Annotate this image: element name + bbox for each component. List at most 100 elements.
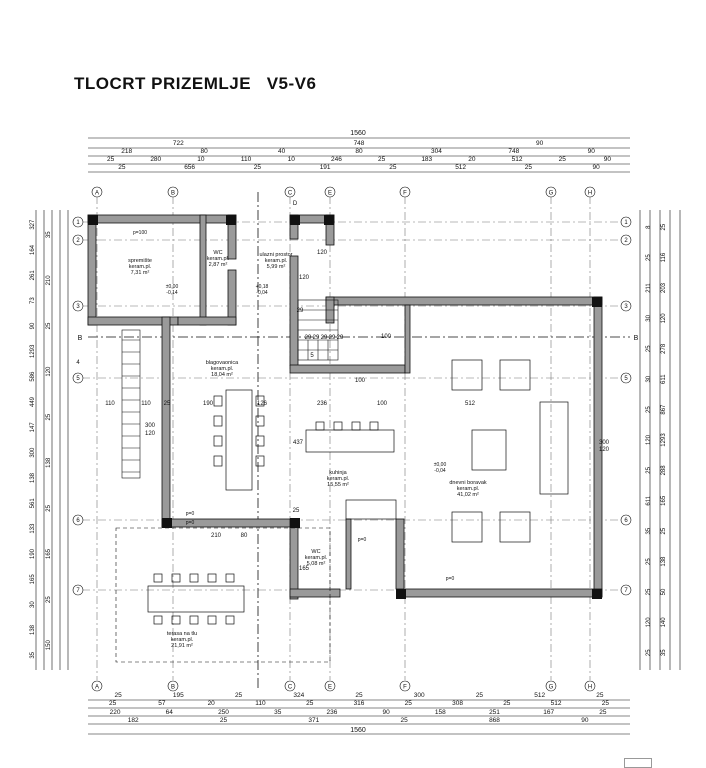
dim-bottom: 25: [355, 692, 363, 699]
dim-top: 90: [604, 156, 612, 163]
room-floor: keram.pl.: [171, 637, 194, 643]
dim-bottom: 25: [602, 700, 610, 707]
dim-left: 73: [30, 297, 36, 304]
dim-top: 512: [455, 164, 466, 171]
room-name: terasa na tlu: [167, 631, 197, 637]
grid-row-label: 7: [624, 588, 628, 594]
dim-right: 116: [661, 252, 667, 262]
grid-row-label: 2: [624, 238, 628, 244]
dim-top: 90: [593, 164, 601, 171]
room-name: kuhinja: [329, 470, 347, 476]
dim-left: 25: [46, 413, 52, 420]
level-mark: p=0: [446, 576, 455, 582]
dim-bottom: 316: [354, 700, 365, 707]
dim-bottom: 371: [308, 717, 319, 724]
dim-bottom: 251: [489, 709, 500, 716]
dim-right: 278: [661, 343, 667, 354]
grid-col-label: A: [95, 685, 99, 691]
terrace-table: [147, 573, 245, 625]
room-area: 41,02 m²: [457, 492, 479, 498]
dim-top-total: 1560: [350, 130, 366, 137]
dim-right: 1293: [661, 433, 667, 447]
inner-dim: 29: [329, 335, 336, 341]
dim-right: 25: [646, 588, 652, 595]
dim-left: 561: [30, 498, 36, 509]
room-floor: keram.pl.: [129, 264, 152, 270]
section-label: B: [634, 335, 639, 342]
dim-left: 35: [30, 651, 36, 658]
grid-col-label: C: [288, 685, 293, 691]
grid-col-label: B: [171, 191, 175, 197]
inner-dim: 29: [313, 335, 320, 341]
grid-row-label: 3: [76, 304, 80, 310]
dim-top: 748: [354, 140, 365, 147]
dim-right: 611: [661, 374, 667, 384]
dim-right: 120: [661, 313, 667, 324]
dim-right: 25: [646, 254, 652, 261]
room-floor: keram.pl.: [457, 486, 480, 492]
dim-top: 25: [118, 164, 126, 171]
dim-bottom: 324: [293, 692, 304, 699]
dim-right: 25: [646, 406, 652, 413]
grid-row-label: 1: [76, 220, 80, 226]
dim-bottom: 64: [166, 709, 174, 716]
dim-top: 20: [468, 156, 476, 163]
inner-dim: 25: [293, 508, 300, 514]
dim-left: 35: [46, 231, 52, 238]
room-name: blagovaonica: [206, 360, 239, 366]
level-mark: ±0,00: [434, 462, 447, 468]
room-area: 5,99 m²: [267, 264, 286, 270]
inner-dim: 110: [105, 401, 115, 407]
dim-left: 138: [30, 624, 36, 635]
grid-col-label: E: [328, 685, 332, 691]
dim-top: 656: [184, 164, 195, 171]
dim-right: 25: [646, 558, 652, 565]
dim-bottom: 220: [110, 709, 121, 716]
dim-left: 25: [46, 322, 52, 329]
dim-right: 35: [661, 649, 667, 656]
dim-right: 25: [646, 466, 652, 473]
dim-left: 90: [30, 322, 36, 329]
grid-col-label: B: [171, 685, 175, 691]
dim-right: 30: [646, 375, 652, 382]
grid-row-label: 7: [76, 588, 80, 594]
dim-left: 120: [46, 366, 52, 377]
dim-bottom: 512: [534, 692, 545, 699]
dim-top: 304: [431, 148, 442, 155]
dim-right: 288: [661, 465, 667, 476]
grid-row-label: 4: [76, 360, 80, 366]
dim-bottom: 57: [158, 700, 166, 707]
dim-bottom: 250: [218, 709, 229, 716]
dim-left: 150: [46, 640, 52, 651]
dim-top: 25: [525, 164, 533, 171]
grid-row-label: 2: [76, 238, 80, 244]
dim-bottom: 236: [326, 709, 337, 716]
inner-dim: 29: [337, 335, 344, 341]
dim-bottom: 25: [109, 700, 117, 707]
dim-left: 261: [30, 270, 36, 281]
grid-col-label: G: [549, 685, 554, 691]
dim-top: 90: [588, 148, 596, 155]
dim-left: 190: [30, 548, 36, 559]
room-area: 2,87 m²: [209, 262, 228, 268]
room-name: ulazni prostor: [259, 252, 292, 258]
dining-table: [213, 389, 265, 491]
grid-lines: [82, 196, 630, 680]
dim-bottom: 195: [173, 692, 184, 699]
dim-bottom: 308: [452, 700, 463, 707]
dim-left: 133: [30, 523, 36, 534]
room-floor: keram.pl.: [305, 555, 328, 561]
inner-dim: 29: [305, 335, 312, 341]
dim-bottom: 25: [220, 717, 228, 724]
living-furniture: [451, 359, 569, 543]
dim-left: 300: [30, 447, 36, 458]
dimension-lines: [35, 137, 681, 735]
dim-left: 1293: [30, 344, 36, 358]
grid-row-label: 6: [624, 518, 628, 524]
room-name: WC: [213, 250, 222, 256]
level-mark: -0,14: [166, 290, 178, 296]
dim-left: 138: [30, 472, 36, 483]
kitchen-island: [305, 421, 397, 520]
